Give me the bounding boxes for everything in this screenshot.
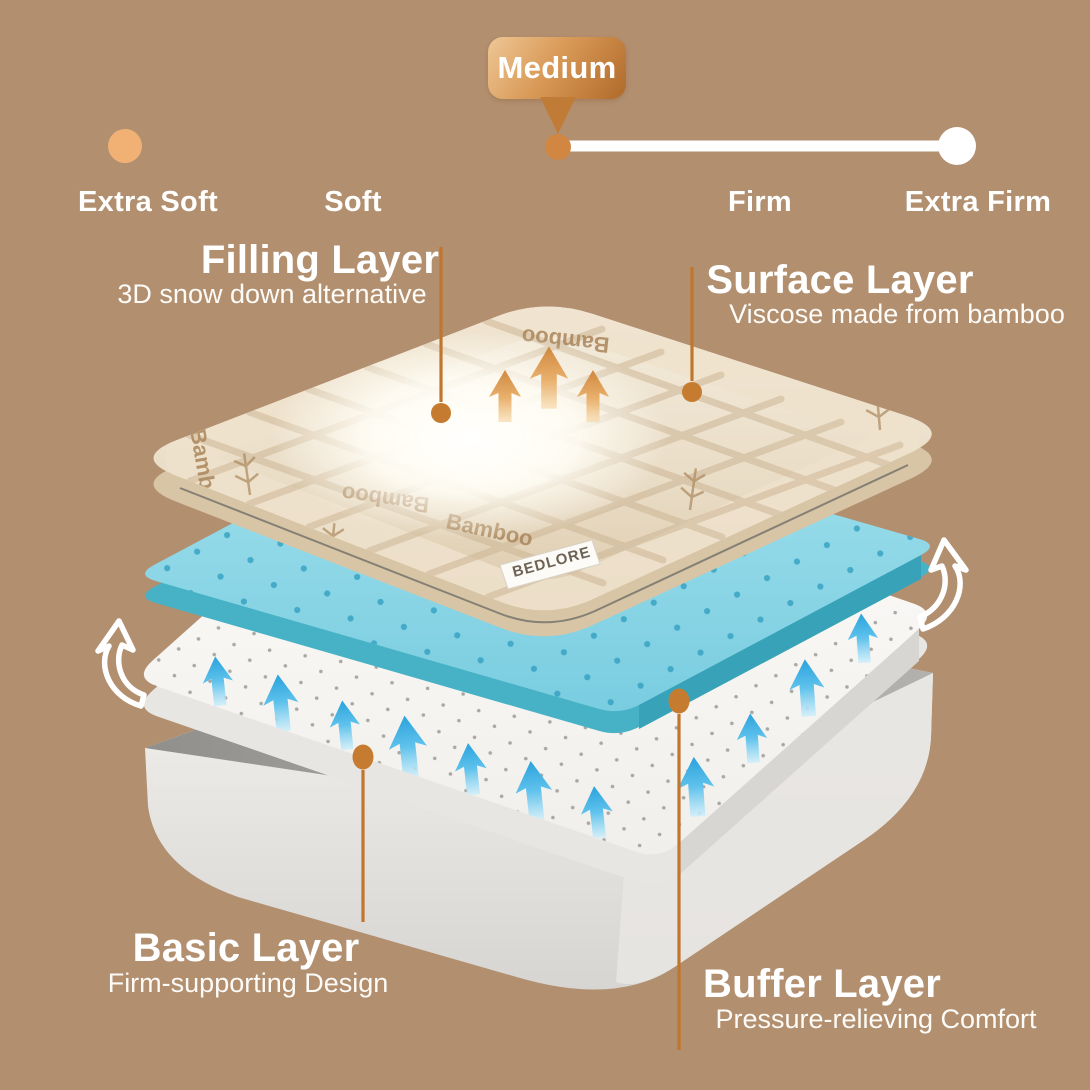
base-right-face bbox=[616, 673, 933, 984]
buffer-layer-right-side bbox=[639, 555, 921, 729]
topper-graphic: Bamboo Bamboo Bamboo Bamboo Bamboo Bambo… bbox=[153, 306, 932, 637]
firmness-scale-track bbox=[108, 127, 976, 165]
curved-arrow-right-icon bbox=[917, 537, 969, 632]
buffer-callout-dot bbox=[668, 688, 690, 714]
surface-layer-subtitle: Viscose made from bamboo bbox=[729, 299, 1065, 329]
filling-callout-dot bbox=[431, 403, 451, 423]
scale-dot-extra-firm bbox=[938, 127, 976, 165]
scale-label-firm: Firm bbox=[727, 186, 793, 218]
scale-dot-extra-soft bbox=[108, 129, 142, 163]
surface-callout-dot bbox=[682, 382, 702, 402]
callout-dots bbox=[352, 382, 702, 770]
scale-label-extra-firm: Extra Firm bbox=[904, 186, 1052, 218]
firmness-badge-pointer-icon bbox=[540, 97, 576, 134]
curved-arrow-left-icon bbox=[95, 618, 147, 709]
basic-layer-right-side bbox=[679, 629, 919, 875]
scale-dot-selected-medium bbox=[545, 134, 571, 160]
basic-layer-title: Basic Layer bbox=[132, 926, 360, 970]
scale-label-extra-soft: Extra Soft bbox=[78, 186, 218, 218]
buffer-layer-subtitle: Pressure-relieving Comfort bbox=[715, 1004, 1037, 1034]
firmness-badge: Medium bbox=[488, 37, 626, 99]
filling-layer-title: Filling Layer bbox=[200, 238, 440, 282]
filling-glow-core bbox=[350, 378, 590, 502]
buffer-layer-title: Buffer Layer bbox=[702, 962, 942, 1006]
scale-label-soft: Soft bbox=[324, 186, 382, 218]
basic-callout-dot bbox=[352, 744, 374, 770]
callout-lines bbox=[361, 247, 694, 1050]
filling-layer-subtitle: 3D snow down alternative bbox=[117, 279, 427, 309]
firmness-badge-label: Medium bbox=[497, 50, 617, 85]
surface-layer-title: Surface Layer bbox=[706, 258, 974, 302]
basic-layer-subtitle: Firm-supporting Design bbox=[107, 968, 389, 998]
topper-piping bbox=[179, 464, 909, 624]
